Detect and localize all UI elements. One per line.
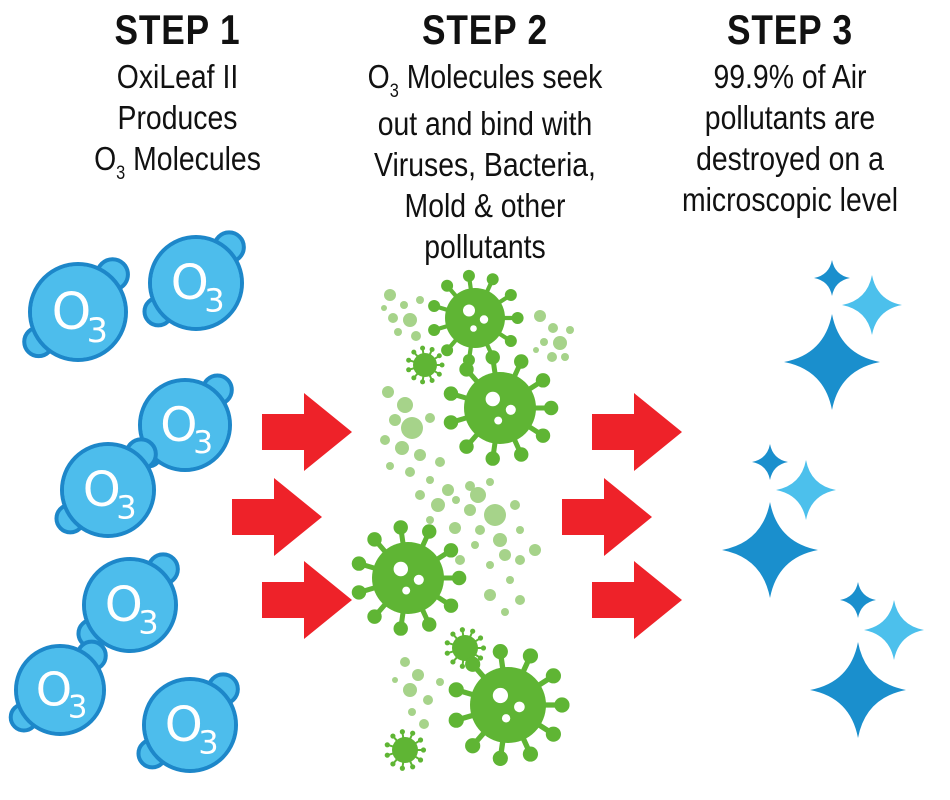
step-2-line-4: Mold & other [404, 187, 566, 224]
ozone-molecule-icon: O3 [54, 437, 158, 538]
sparkle-icon [810, 642, 906, 738]
step-3-line-4: microscopic level [681, 181, 899, 218]
red-arrow-icon [232, 478, 322, 556]
subscript: 3 [389, 81, 399, 102]
sparkle-icon [864, 600, 924, 660]
red-arrow-icon [562, 478, 652, 556]
ozone-molecule-icon: O3 [22, 257, 130, 362]
molecule-subscript: 3 [198, 724, 218, 762]
sparkle-icon [784, 314, 880, 410]
ozone-molecule-icon: O3 [136, 672, 240, 773]
molecule-letter: O [36, 662, 72, 716]
red-arrow-icon [592, 561, 682, 639]
step-1-line-3: O3 Molecules [94, 140, 261, 184]
step-3-line-3: destroyed on a [696, 140, 884, 177]
step-2-description: O3 Molecules seek out and bind with Viru… [352, 56, 619, 267]
step-3-line-1: 99.9% of Air [713, 58, 867, 95]
red-arrow-icon [262, 393, 352, 471]
virus-icon [351, 520, 467, 636]
molecule-letter: O [160, 398, 197, 453]
step-2-line-5: pollutants [424, 228, 546, 265]
step-3-column: STEP 3 99.9% of Air pollutants are destr… [640, 6, 940, 220]
step-1-title: STEP 1 [114, 6, 241, 53]
red-arrow-icon [592, 393, 682, 471]
sparkle-icon [842, 275, 902, 335]
molecule-subscript: 3 [193, 425, 213, 461]
step-2-title: STEP 2 [422, 6, 548, 53]
ozone-molecule-icon: O3 [8, 639, 108, 736]
virus-icon [428, 269, 524, 367]
step-2-line-1: O3 Molecules seek [367, 58, 603, 102]
sparkle-icon [752, 444, 788, 480]
step-1-column: STEP 1 OxiLeaf II Produces O3 Molecules [25, 6, 330, 185]
step-3-description: 99.9% of Air pollutants are destroyed on… [661, 56, 919, 220]
ozone-molecule-icon: O3 [76, 552, 180, 653]
subscript: 3 [116, 163, 126, 184]
molecule-letter: O [171, 255, 209, 311]
sparkle-icon [814, 260, 850, 296]
sparkle-icon [722, 502, 818, 598]
molecule-subscript: 3 [204, 282, 224, 320]
step-2-line-2: out and bind with [377, 105, 593, 142]
step-1-line-2: Produces [117, 99, 238, 136]
particle-cluster-icon [380, 289, 574, 729]
virus-icon [444, 627, 487, 669]
molecule-letter: O [52, 282, 92, 341]
virus-icon [443, 350, 559, 466]
step-1-description: OxiLeaf II Produces O3 Molecules [46, 56, 308, 185]
sparkle-icon [776, 460, 836, 520]
step-2-column: STEP 2 O3 Molecules seek out and bind wi… [330, 6, 640, 267]
molecule-subscript: 3 [116, 489, 136, 527]
virus-icon [384, 729, 427, 771]
step-3-title: STEP 3 [727, 6, 853, 53]
red-arrow-icon [262, 561, 352, 639]
molecule-subscript: 3 [68, 689, 88, 725]
molecule-subscript: 3 [87, 311, 108, 350]
virus-icon [448, 643, 570, 767]
molecule-letter: O [165, 697, 203, 753]
sparkle-icon [840, 582, 876, 618]
molecule-letter: O [105, 577, 143, 633]
step-2-line-3: Viruses, Bacteria, [374, 146, 596, 183]
molecule-subscript: 3 [138, 604, 158, 642]
virus-icon [406, 345, 445, 385]
step-3-line-2: pollutants are [704, 99, 876, 136]
molecule-letter: O [83, 462, 121, 518]
ozone-molecule-icon: O3 [142, 230, 246, 331]
step-1-line-1: OxiLeaf II [116, 58, 239, 95]
